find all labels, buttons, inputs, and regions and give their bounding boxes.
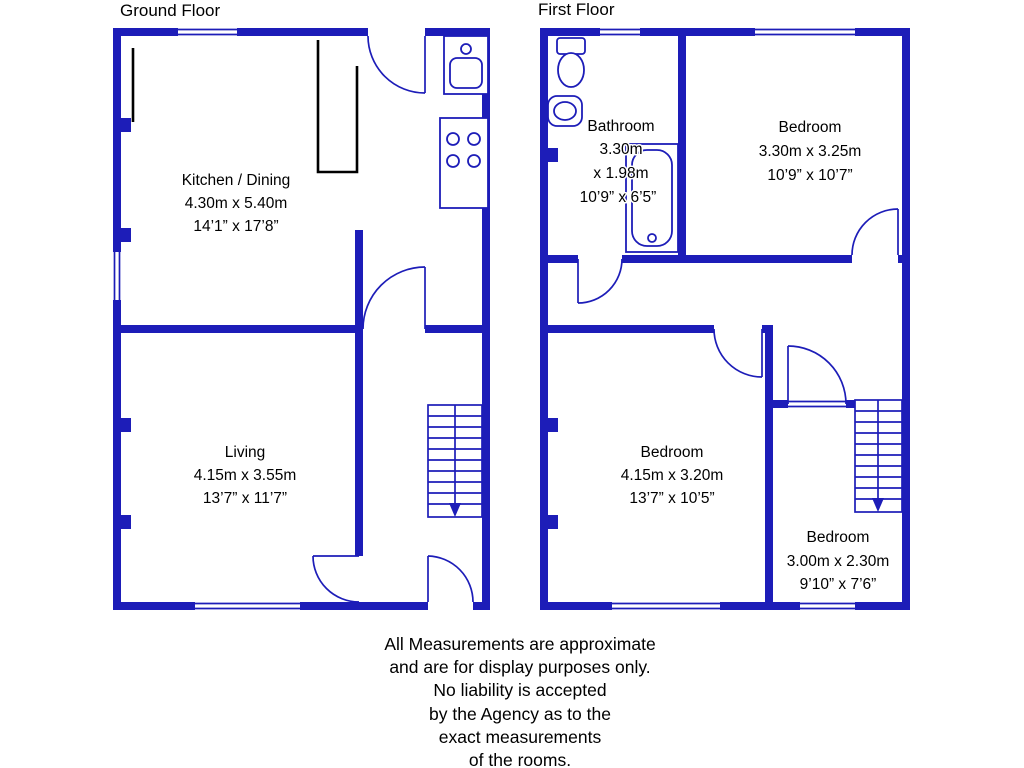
disclaimer-line: of the rooms. [469,750,571,768]
ground-floor-windows [113,28,300,610]
first-floor-plan: First Floor Bathroom 3.30m x 1.98m 10’9”… [538,0,910,610]
kitchen-dining-label: Kitchen / Dining [182,172,291,189]
stairs-down-arrow [872,498,884,512]
first-floor-doors [577,208,899,405]
living-imperial: 13’7” x 11’7” [203,490,287,507]
kitchen-stove [439,117,489,209]
bedroom-1-label: Bedroom [779,119,842,136]
disclaimer-text: All Measurements are approximate and are… [384,634,655,768]
living-label: Living [225,444,266,461]
first-floor-walls [540,28,910,610]
kitchen-dining-imperial: 14’1” x 17’8” [193,218,278,235]
disclaimer-line: and are for display purposes only. [389,657,650,677]
bedroom-2-metric: 4.15m x 3.20m [621,467,724,484]
bathroom-metric-2: x 1.98m [593,165,648,182]
living-room-door [312,555,360,603]
ground-floor-stairs [427,404,483,518]
bathroom-door [577,258,623,304]
bathroom-label: Bathroom [587,118,654,135]
bedroom-3-imperial: 9’10” x 7’6” [800,576,877,593]
kitchen-counter [131,40,359,174]
bedroom-2-imperial: 13’7” x 10’5” [629,490,714,507]
kitchen-door [362,266,426,330]
bedroom-2-door [713,328,763,378]
kitchen-dining-metric: 4.30m x 5.40m [185,195,288,212]
disclaimer-line: No liability is accepted [433,680,606,700]
bathtub [625,143,679,253]
living-metric: 4.15m x 3.55m [194,467,297,484]
bedroom-1-imperial: 10’9” x 10’7” [767,167,852,184]
toilet [556,37,586,88]
stairs-down-arrow [449,503,461,517]
back-door [367,35,426,94]
bedroom-1-door [851,208,899,256]
bathroom-imperial: 10’9” x 6’5” [580,189,657,206]
bedroom-1-metric: 3.30m x 3.25m [759,143,862,160]
kitchen-sink [443,35,489,95]
bathroom-metric-1: 3.30m [599,141,642,158]
bedroom-3-label: Bedroom [807,529,870,546]
first-floor-windows [600,28,855,610]
ground-floor-doors [312,35,474,603]
bedroom-3-door [787,345,847,405]
first-floor-stairs [854,399,903,513]
bathroom-sink [547,95,583,127]
front-door [427,555,474,603]
ground-floor-plan: Ground Floor Kitchen / Dining 4.30m x 5.… [113,1,490,610]
ground-floor-walls [113,28,490,610]
disclaimer-line: All Measurements are approximate [384,634,655,654]
ground-floor-title: Ground Floor [120,1,220,20]
bedroom-3-metric: 3.00m x 2.30m [787,553,890,570]
disclaimer-line: by the Agency as to the [429,704,611,724]
disclaimer-line: exact measurements [439,727,602,747]
first-floor-title: First Floor [538,0,615,19]
bedroom-2-label: Bedroom [641,444,704,461]
